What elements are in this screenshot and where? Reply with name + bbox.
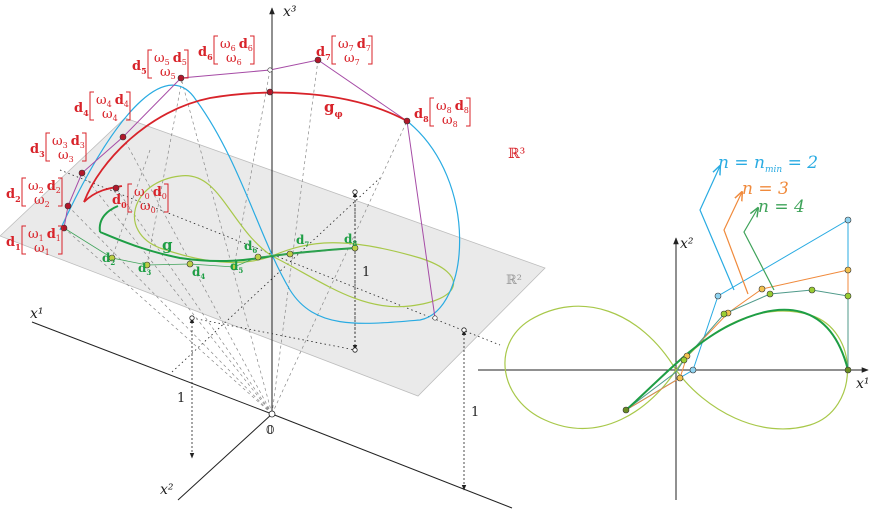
right-points-n2 (689, 216, 852, 374)
right-points-n3 (676, 266, 852, 382)
svg-text:d1: d1 (6, 235, 21, 252)
plane-label-d4: d4 (192, 265, 205, 281)
unit-markers (189, 191, 467, 491)
svg-text:d4: d4 (74, 101, 89, 118)
unit-label-left: 1 (177, 391, 185, 406)
red-gphi-curve (83, 91, 408, 203)
svg-text:ω0: ω0 (140, 199, 156, 215)
svg-text:d8: d8 (414, 107, 429, 124)
plane-label-d8: d8 (344, 232, 357, 248)
x3-axis-label: x³ (283, 4, 297, 20)
legend-arrow-n2 (699, 166, 735, 291)
svg-text:d5: d5 (132, 59, 147, 76)
svg-text:ω3: ω3 (58, 148, 74, 164)
x2-axis (177, 413, 273, 501)
polygon-n2 (625, 219, 849, 411)
plane-label-d5: d5 (230, 259, 243, 275)
green-plane-points (108, 244, 359, 271)
plane-label-d2: d2 (102, 251, 115, 267)
left-3d-view: 1 1 1 (0, 4, 546, 509)
svg-text:d0: d0 (112, 193, 127, 210)
legend-n3: n = 3 (742, 179, 789, 199)
projection-rays (63, 59, 408, 415)
plane-guide-1 (191, 317, 356, 351)
right-planar-view: x¹ x² (478, 153, 870, 500)
svg-text:ω5: ω5 (160, 65, 176, 81)
svg-text:ω6: ω6 (226, 51, 242, 67)
svg-text:d7: d7 (316, 45, 331, 62)
plane-label: ℝ² (506, 273, 522, 288)
svg-text:d6: d6 (198, 45, 213, 62)
legend-arrow-n3 (723, 192, 749, 295)
x2-axis-label: x² (160, 482, 174, 498)
unit-label-right: 1 (471, 405, 479, 420)
plane-point-labels: d2 d3 d4 d5 d6 d7 d8 (102, 232, 357, 281)
legend-n2: n = nmin = 2 (718, 153, 818, 175)
space-label: ℝ³ (508, 146, 525, 162)
x1-axis (31, 321, 273, 415)
svg-text:ω7: ω7 (344, 51, 360, 67)
green-g-start (98, 205, 119, 233)
svg-text:ω2: ω2 (34, 193, 50, 209)
legend-arrow-n4 (743, 208, 775, 291)
gphi-label: gφ (324, 98, 343, 120)
right-x1-label: x¹ (856, 376, 870, 392)
legend-n4: n = 4 (758, 197, 805, 217)
svg-text:ω1: ω1 (34, 241, 50, 257)
right-green-curve (625, 308, 849, 411)
right-x2-label: x² (680, 236, 694, 252)
right-lemniscate (504, 305, 849, 430)
svg-text:d2: d2 (6, 187, 21, 204)
svg-text:ω4: ω4 (102, 107, 118, 123)
plane-label-d6: d6 (244, 239, 257, 255)
unit-label-plane: 1 (362, 265, 370, 280)
green-control-polygon (63, 227, 356, 268)
svg-text:ω8: ω8 (442, 113, 458, 129)
g-label: g (162, 236, 173, 254)
plane-label-d3: d3 (138, 261, 151, 277)
x1-axis-label: x¹ (30, 306, 44, 322)
origin-label: 𝟘 (266, 423, 274, 437)
right-points-n4 (680, 286, 852, 364)
polygon-n4 (625, 289, 849, 411)
svg-text:d3: d3 (30, 142, 45, 159)
cyan-space-curve (59, 84, 461, 324)
x1-axis-pos (271, 413, 513, 509)
plane-label-d7: d7 (296, 233, 309, 249)
green-g-curve (99, 231, 356, 263)
